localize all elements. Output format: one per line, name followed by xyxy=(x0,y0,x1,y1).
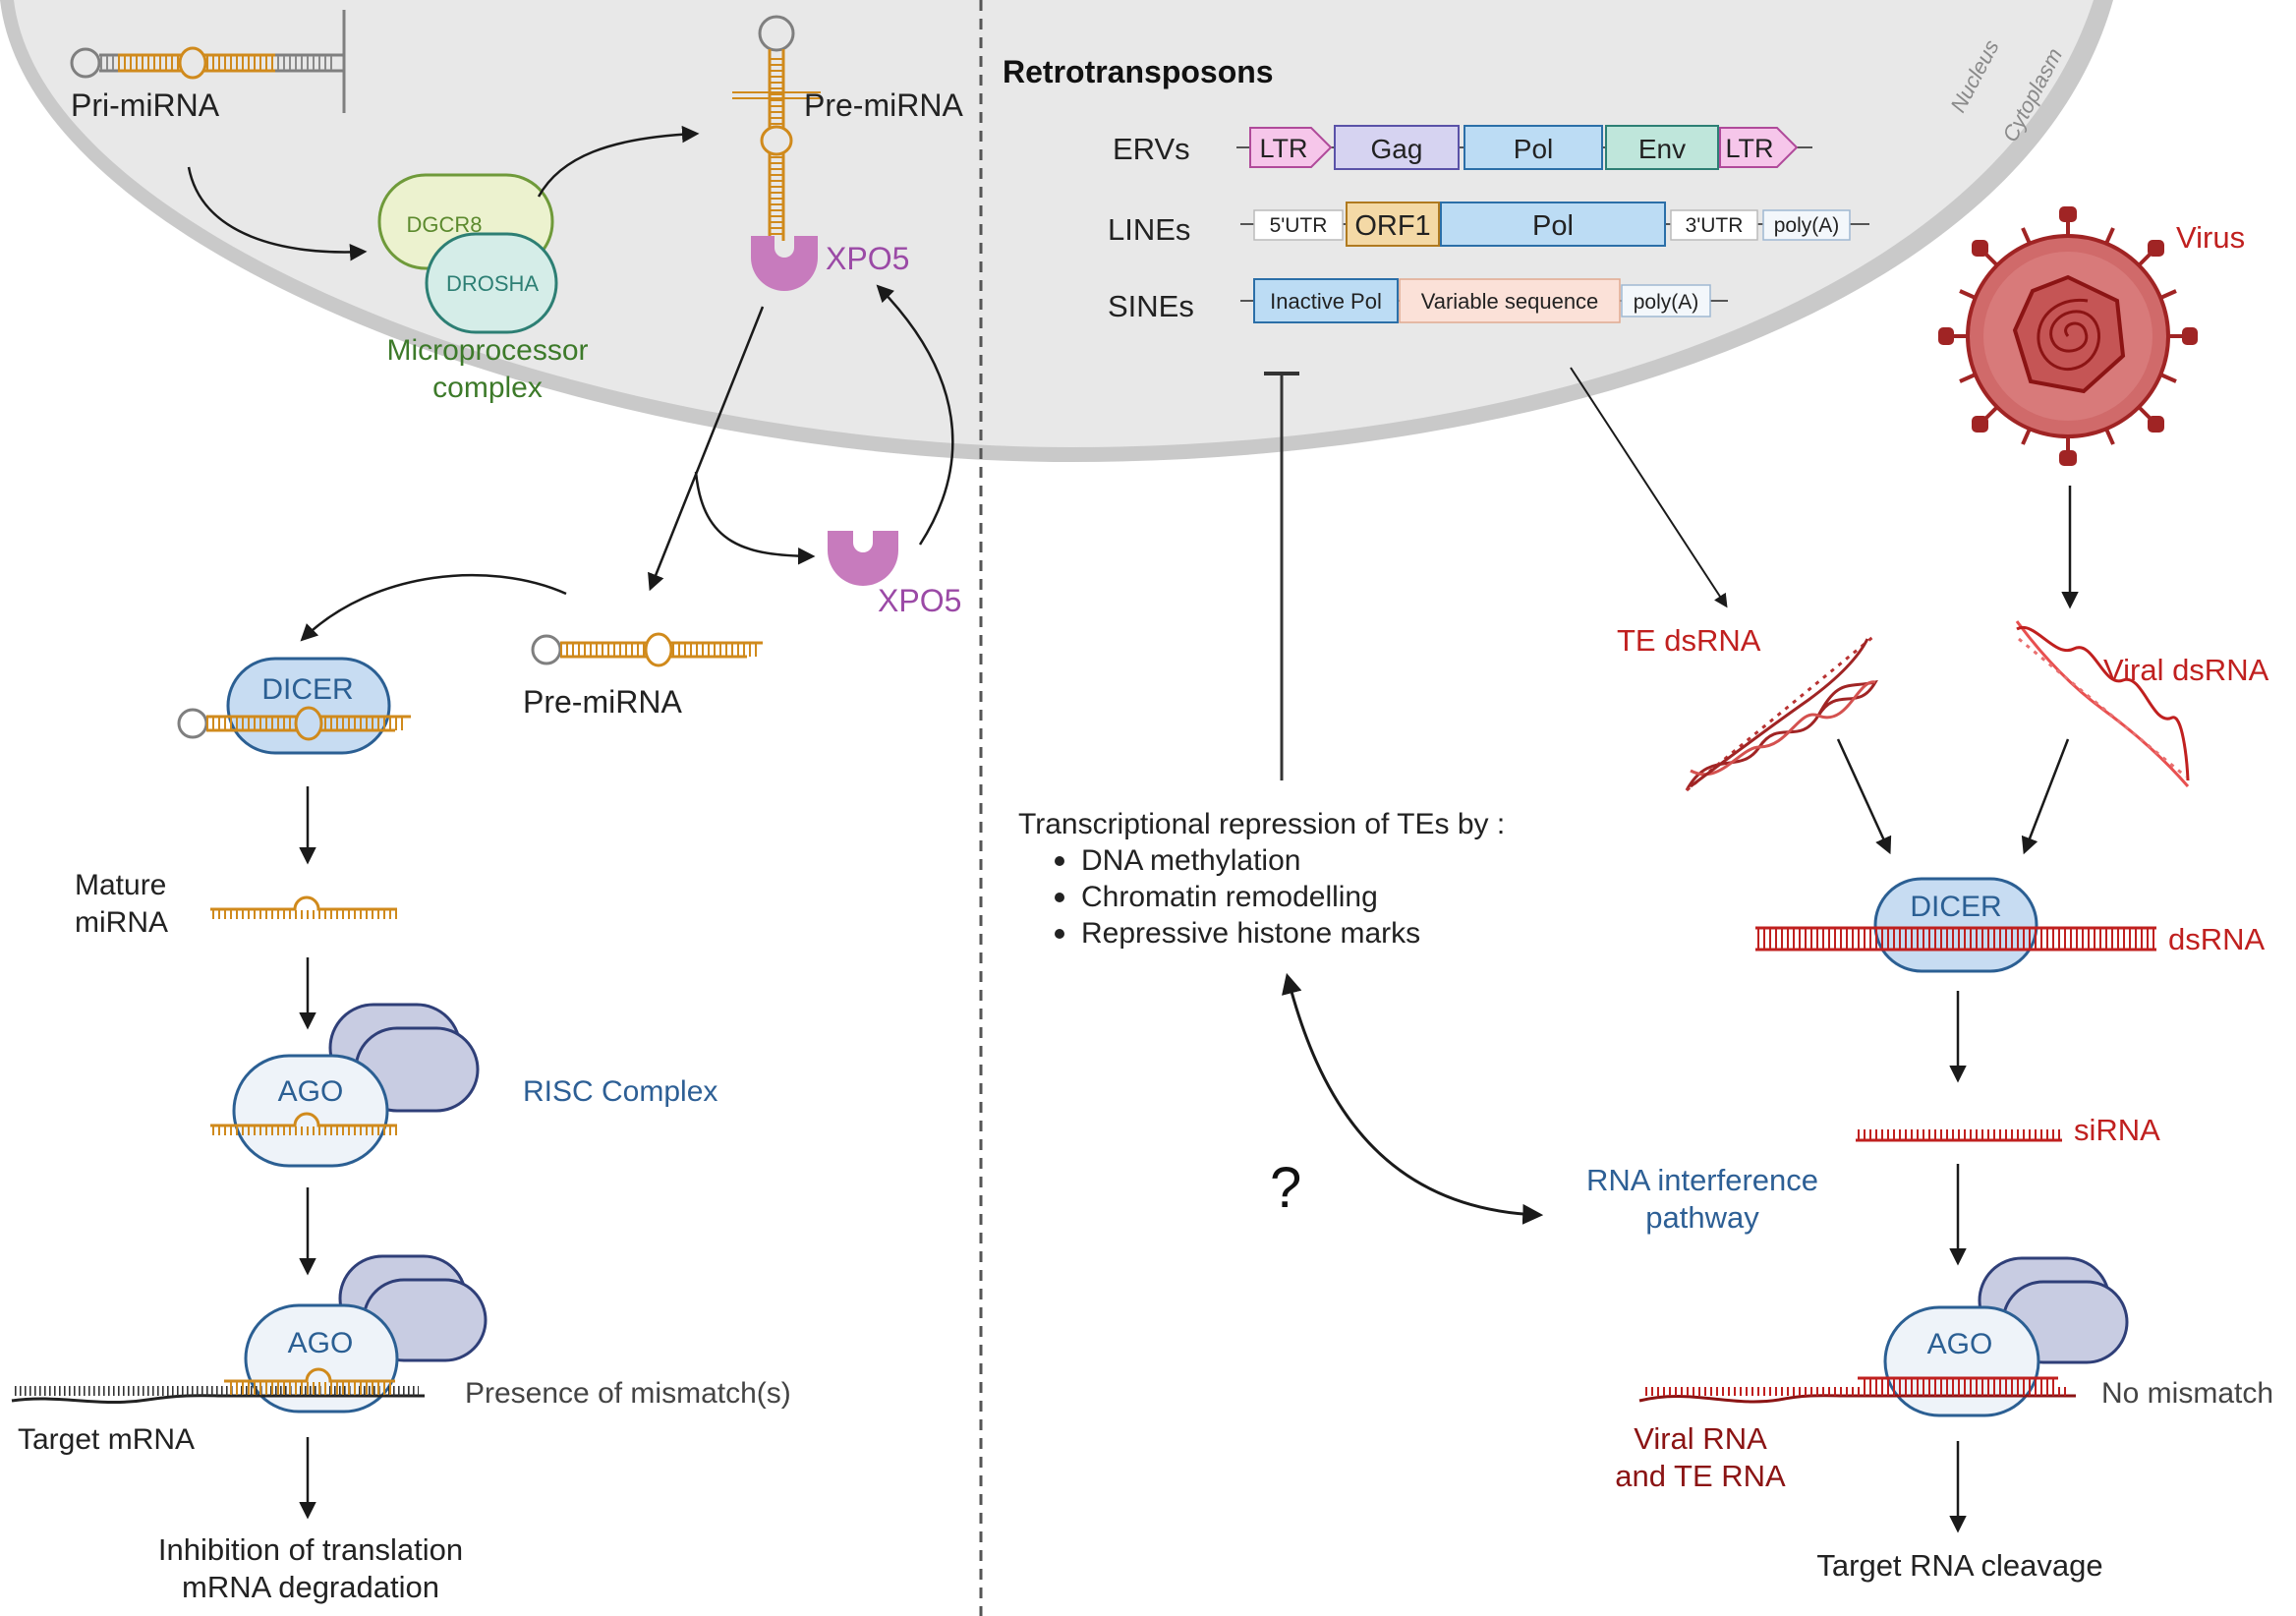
te-dsrna-helix xyxy=(1685,633,1878,792)
line-label: LINEs xyxy=(1108,212,1190,247)
sine-structure xyxy=(1240,278,1728,323)
arrow-pri-to-microprocessor xyxy=(187,166,368,261)
te-dsrna-label: TE dsRNA xyxy=(1617,623,1761,658)
repression-bullet-2 xyxy=(1055,893,1064,902)
cleavage-label: Target RNA cleavage xyxy=(1816,1548,2102,1583)
line-utr5: 5'UTR xyxy=(1270,214,1328,237)
repression-bullet-3 xyxy=(1055,929,1064,939)
outcome-label-line2: mRNA degradation xyxy=(182,1570,439,1604)
sine-inactive-pol: Inactive Pol xyxy=(1270,289,1382,314)
viral-rna-label-line1: Viral RNA xyxy=(1634,1421,1767,1456)
question-mark: ? xyxy=(1270,1156,1301,1220)
dsrna-label: dsRNA xyxy=(2168,922,2266,956)
mature-mirna-strand xyxy=(210,895,397,919)
line-utr3: 3'UTR xyxy=(1686,214,1744,237)
drosha-protein xyxy=(425,232,558,334)
erv-env: Env xyxy=(1638,134,1686,164)
mature-mirna-label-line1: Mature xyxy=(75,869,166,901)
arrow-export-pre-mirna xyxy=(648,306,765,592)
microprocessor-label-line2: complex xyxy=(432,372,543,404)
erv-ltr-left: LTR xyxy=(1259,134,1307,163)
repression-title: Transcriptional repression of TEs by : xyxy=(1018,808,1505,840)
arrow-microprocessor-to-pre xyxy=(537,125,700,198)
xpo5-nuclear-label: XPO5 xyxy=(826,241,909,276)
pre-mirna-cytoplasm-label: Pre-miRNA xyxy=(523,684,682,720)
repression-item-1: DNA methylation xyxy=(1081,844,1300,877)
viral-dsrna-helix xyxy=(2015,620,2190,787)
repression-item-2: Chromatin remodelling xyxy=(1081,881,1378,913)
risc-guide-strand xyxy=(210,1112,397,1135)
arrow-repression-rnai-link xyxy=(1282,972,1544,1225)
rnai-label-line2: pathway xyxy=(1645,1200,1759,1235)
sine-label: SINEs xyxy=(1108,289,1194,323)
pri-mirna-structure xyxy=(70,10,346,113)
mature-mirna-label-line2: miRNA xyxy=(75,906,168,939)
sirna-strand xyxy=(1856,1129,2062,1142)
target-mrna-duplex xyxy=(11,1367,425,1405)
arrow-viral-dsrna-to-dicer xyxy=(2021,738,2070,855)
dicer-bound-pre-mirna xyxy=(177,706,411,741)
dsrna-duplex xyxy=(1755,926,2156,952)
arrow-te-to-dsrna xyxy=(1570,367,1728,608)
outcome-label-line1: Inhibition of translation xyxy=(158,1532,463,1567)
virus-label: Virus xyxy=(2176,220,2245,255)
ago-protein-risc xyxy=(232,1054,389,1168)
xpo5-nuclear-protein xyxy=(751,236,818,291)
repression-item-3: Repressive histone marks xyxy=(1081,917,1420,950)
viral-rna-label-line2: and TE RNA xyxy=(1615,1459,1786,1493)
line-polya: poly(A) xyxy=(1774,214,1840,237)
xpo5-cytoplasm-label: XPO5 xyxy=(878,583,961,618)
pre-mirna-cytoplasm-structure xyxy=(531,632,763,667)
target-viral-te-rna xyxy=(1638,1376,2076,1404)
ago-target-label: AGO xyxy=(288,1327,354,1359)
arrow-xpo5-recycle xyxy=(876,284,954,546)
ago-protein-rnai xyxy=(1883,1305,2040,1417)
microprocessor-label-line1: Microprocessor xyxy=(386,334,588,367)
sirna-label: siRNA xyxy=(2074,1113,2160,1147)
erv-pol: Pol xyxy=(1514,134,1553,164)
nucleus xyxy=(0,0,2113,462)
pre-mirna-hairpin-nuclear xyxy=(732,15,821,241)
line-orf1: ORF1 xyxy=(1354,210,1430,242)
viral-dsrna-label: Viral dsRNA xyxy=(2103,653,2269,687)
erv-ltr-right: LTR xyxy=(1725,134,1773,163)
erv-label: ERVs xyxy=(1113,132,1190,166)
line-pol: Pol xyxy=(1532,210,1574,242)
no-mismatch-label: No mismatch xyxy=(2101,1377,2273,1410)
erv-gag: Gag xyxy=(1371,134,1423,164)
arrow-te-dsrna-to-dicer xyxy=(1836,738,1892,855)
arrow-pre-to-dicer xyxy=(300,573,567,642)
virus-icon xyxy=(1938,206,2198,466)
dgcr8-label: DGCR8 xyxy=(406,212,482,237)
ago-risc-label: AGO xyxy=(278,1075,344,1108)
mismatch-label: Presence of mismatch(s) xyxy=(465,1377,791,1410)
dicer-mirna-label: DICER xyxy=(261,673,353,706)
drosha-label: DROSHA xyxy=(446,271,539,296)
sine-polya: poly(A) xyxy=(1634,291,1699,314)
sine-variable-sequence: Variable sequence xyxy=(1421,289,1599,314)
pri-mirna-label: Pri-miRNA xyxy=(71,87,220,123)
dicer-rnai-label: DICER xyxy=(1910,891,2001,923)
rnai-label-line1: RNA interference xyxy=(1586,1163,1818,1197)
risc-complex-label: RISC Complex xyxy=(523,1075,718,1108)
line-structure xyxy=(1240,202,1869,247)
repression-bullet-1 xyxy=(1055,856,1064,866)
arrow-xpo5-release xyxy=(694,471,816,565)
retrotransposons-title: Retrotransposons xyxy=(1003,54,1274,89)
erv-structure xyxy=(1236,125,1812,170)
xpo5-cytoplasm-protein xyxy=(828,531,898,586)
pre-mirna-nuclear-label: Pre-miRNA xyxy=(804,87,963,123)
repression-inhibition-line xyxy=(1264,372,1299,780)
target-mrna-label: Target mRNA xyxy=(18,1423,195,1456)
ago-rnai-label: AGO xyxy=(1927,1328,1993,1360)
